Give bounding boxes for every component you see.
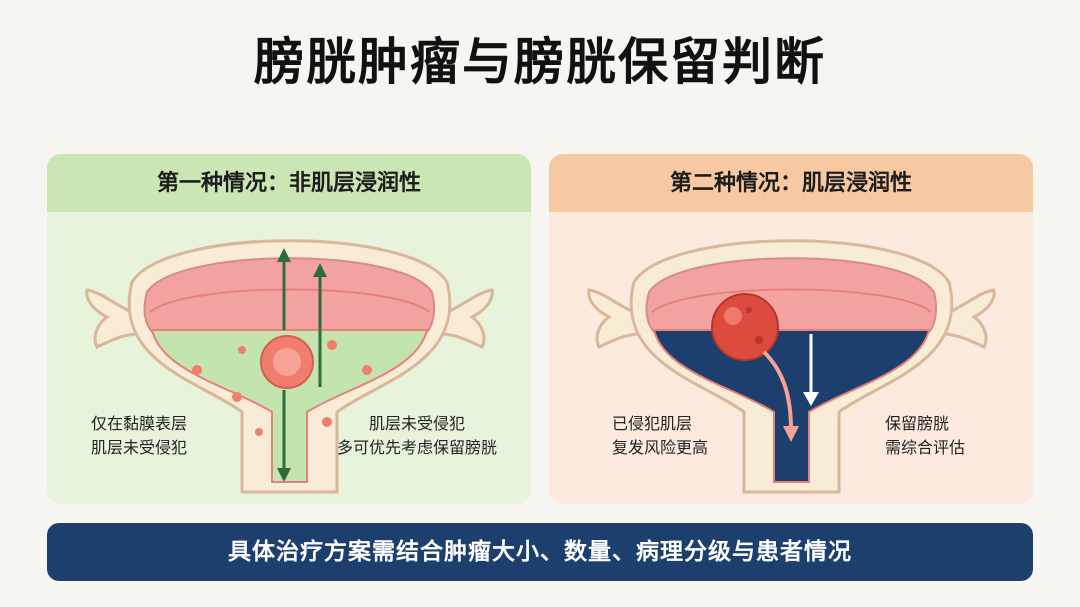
- cell-dot: [192, 365, 202, 375]
- page-title: 膀胱肿瘤与膀胱保留判断: [254, 33, 826, 91]
- muscle-line-left: [149, 288, 430, 313]
- right-ureter-right: [931, 288, 996, 349]
- cell-dot: [238, 346, 246, 354]
- panel-non-muscle-invasive: 第一种情况：非肌层浸润性 仅在黏膜表层 肌层未受侵犯 肌层未受侵犯: [47, 154, 531, 504]
- right-ureter-left: [429, 288, 494, 349]
- arrow-down-head: [277, 468, 291, 482]
- spread-arrow-head: [783, 426, 799, 442]
- cell-dot: [327, 340, 337, 350]
- cell-dot: [255, 428, 263, 436]
- caption-left-panel-right: 肌层未受侵犯 多可优先考虑保留膀胱: [337, 414, 498, 457]
- bladder-lumen-right: [652, 329, 931, 483]
- white-arrow-head: [803, 392, 819, 406]
- bladder-diagram-right: [587, 239, 996, 494]
- cell-dot: [362, 365, 372, 375]
- tumor-spot: [755, 336, 763, 344]
- cell-dot: [232, 392, 242, 402]
- arrow-up-2-head: [313, 263, 327, 277]
- panel-header-left: 第一种情况：非肌层浸润性: [47, 154, 531, 212]
- bladder-diagram-left: [85, 239, 494, 494]
- footer-banner: 具体治疗方案需结合肿瘤大小、数量、病理分级与患者情况: [47, 523, 1033, 581]
- spread-arrow: [762, 350, 793, 431]
- muscle-line-right: [651, 288, 932, 313]
- left-ureter-right: [587, 288, 652, 349]
- arrow-up-1-head: [277, 248, 291, 262]
- cell-dot: [322, 417, 332, 427]
- panel-muscle-invasive: 第二种情况：肌层浸润性 已侵犯肌层 复发风险更高 保留膀胱 需综合评估: [549, 154, 1033, 504]
- tumor-spot: [746, 307, 752, 313]
- muscle-layer-left: [143, 257, 436, 333]
- caption-left-panel-left: 仅在黏膜表层 肌层未受侵犯: [91, 414, 188, 457]
- caption-right-panel-right: 保留膀胱 需综合评估: [885, 414, 966, 457]
- bladder-lumen-left: [150, 329, 429, 483]
- muscle-layer-right: [645, 257, 938, 333]
- left-ureter-left: [85, 288, 150, 349]
- tumor-invasive: [711, 293, 779, 361]
- tumor-highlight: [724, 307, 742, 325]
- tumor-core: [273, 348, 301, 376]
- caption-right-panel-left: 已侵犯肌层 复发风险更高: [612, 414, 709, 457]
- panel-header-right: 第二种情况：肌层浸润性: [549, 154, 1033, 212]
